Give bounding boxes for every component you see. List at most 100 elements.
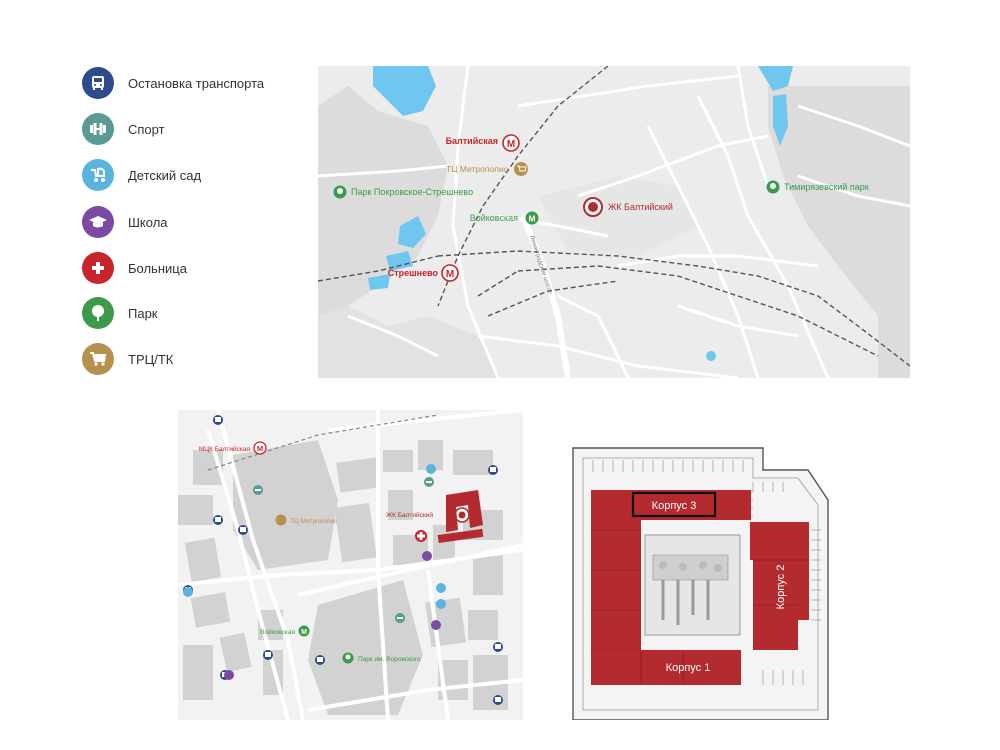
tree-icon xyxy=(337,188,343,194)
bus-stop-marker[interactable] xyxy=(238,525,248,535)
stroller-icon xyxy=(436,583,446,593)
map-streets xyxy=(318,66,910,378)
building-korpus-1[interactable]: Корпус 1 xyxy=(591,650,741,685)
metro-icon: М xyxy=(446,269,454,280)
bus-icon xyxy=(265,652,271,657)
stroller-icon xyxy=(436,599,446,609)
label-pokrovskoe-park: Парк Покровское-Стрешнево xyxy=(351,187,473,197)
park-marker-pokrovskoe[interactable] xyxy=(333,185,347,199)
legend-label: Детский сад xyxy=(128,167,202,183)
bus-icon xyxy=(215,417,221,422)
legend-item-mall: ТРЦ/ТК xyxy=(82,342,173,376)
kindergarten-marker[interactable] xyxy=(436,599,446,609)
bus-icon xyxy=(490,467,496,472)
bus-stop-marker[interactable] xyxy=(488,465,498,475)
bus-icon xyxy=(495,697,501,702)
metro-marker-voykovskaya[interactable]: М xyxy=(525,211,539,225)
sport-marker[interactable] xyxy=(395,613,405,623)
zhk-building-outline xyxy=(437,490,484,544)
mall-marker-metropolis[interactable] xyxy=(514,162,528,176)
shopping-cart-icon xyxy=(517,165,527,172)
label-mck: МЦК Балтийская xyxy=(199,445,251,453)
bus-icon xyxy=(215,517,221,522)
label-park: Парк им. Воровского xyxy=(358,656,421,663)
map-water xyxy=(368,66,793,361)
medical-cross-icon xyxy=(82,252,114,284)
label-zhk: ЖК Балтийский xyxy=(386,511,433,519)
graduation-cap-icon xyxy=(82,206,114,238)
mall-marker-metropolis[interactable] xyxy=(275,514,287,526)
metro-marker-voykovskaya[interactable]: М xyxy=(298,625,310,637)
shopping-cart-icon xyxy=(82,343,114,375)
kindergarten-marker[interactable] xyxy=(436,583,446,593)
stroller-icon xyxy=(426,464,436,474)
school-markers xyxy=(224,551,441,680)
legend-item-kindergarten: Детский сад xyxy=(82,158,201,192)
bus-stop-marker[interactable] xyxy=(315,655,325,665)
stroller-icon xyxy=(183,587,193,597)
tree-icon xyxy=(82,297,114,329)
dumbbell-icon xyxy=(397,617,403,619)
label-zhk: ЖК Балтийский xyxy=(608,202,673,212)
label-voykovskaya: Войковская xyxy=(260,628,295,636)
zhk-marker[interactable] xyxy=(583,197,603,217)
school-marker[interactable] xyxy=(431,620,441,630)
legend-item-hospital: Больница xyxy=(82,251,187,285)
legend-item-sport: Спорт xyxy=(82,112,165,146)
legend-label: Остановка транспорта xyxy=(128,75,265,91)
zhk-logo-icon xyxy=(458,511,466,519)
legend-label: Школа xyxy=(128,214,168,230)
hospital-marker[interactable] xyxy=(415,530,427,542)
legend-label: Больница xyxy=(128,260,187,276)
bus-icon xyxy=(240,527,246,532)
kindergarten-markers xyxy=(183,464,446,609)
sport-markers xyxy=(253,477,434,623)
graduation-cap-icon xyxy=(224,670,234,680)
map-railways xyxy=(207,414,439,471)
kindergarten-marker[interactable] xyxy=(183,587,193,597)
sport-marker[interactable] xyxy=(253,485,263,495)
bus-icon xyxy=(495,644,501,649)
park-marker-vorovskogo[interactable] xyxy=(342,652,354,664)
korpus-3-label: Корпус 3 xyxy=(652,500,697,512)
building-korpus-2[interactable]: Корпус 2 xyxy=(750,522,809,650)
map-railways xyxy=(318,66,910,367)
kindergarten-marker[interactable] xyxy=(426,464,436,474)
inner-boundary xyxy=(582,457,819,711)
legend-item-transport: Остановка транспорта xyxy=(82,66,264,100)
label-baltiyskaya: Балтийская xyxy=(446,136,498,146)
label-metropolis: ТЦ Метрополис xyxy=(290,518,338,525)
stroller-icon xyxy=(82,159,114,191)
korpus-2-label: Корпус 2 xyxy=(775,565,787,610)
label-voykovskaya: Войковская xyxy=(470,213,518,223)
bus-stop-marker[interactable] xyxy=(263,650,273,660)
tree-icon xyxy=(345,654,351,660)
bus-icon xyxy=(317,657,323,662)
sport-marker[interactable] xyxy=(424,477,434,487)
legend-label: ТРЦ/ТК xyxy=(128,351,174,367)
legend-item-park: Парк xyxy=(82,296,158,330)
bus-stop-marker[interactable] xyxy=(213,515,223,525)
park-marker-timiryazev[interactable] xyxy=(766,180,780,194)
school-marker[interactable] xyxy=(422,551,432,561)
bus-stop-marker[interactable] xyxy=(213,415,223,425)
tree-icon xyxy=(770,183,776,189)
legend-item-school: Школа xyxy=(82,205,168,239)
dumbbell-icon xyxy=(426,481,432,483)
district-map: М Балтийская ТЦ Метрополис Парк Покровск… xyxy=(318,66,910,378)
metro-marker-baltiyskaya[interactable]: М xyxy=(502,134,520,152)
zhk-logo-icon xyxy=(588,202,598,212)
bus-stop-marker[interactable] xyxy=(493,695,503,705)
metro-icon: М xyxy=(507,139,515,150)
dumbbell-icon xyxy=(82,113,114,145)
metro-marker-streshnevo[interactable]: М xyxy=(441,264,459,282)
bus-stop-marker[interactable] xyxy=(493,642,503,652)
bus-icon xyxy=(82,67,114,99)
dumbbell-icon xyxy=(255,489,261,491)
metro-icon: М xyxy=(301,629,307,636)
school-marker[interactable] xyxy=(224,670,234,680)
metro-marker-mck[interactable]: М xyxy=(253,441,267,455)
korpus-3-highlight xyxy=(631,491,717,518)
legend-label: Спорт xyxy=(128,121,165,137)
site-plan: Корпус 3 Корпус 1 Корпус 2 xyxy=(553,430,848,720)
